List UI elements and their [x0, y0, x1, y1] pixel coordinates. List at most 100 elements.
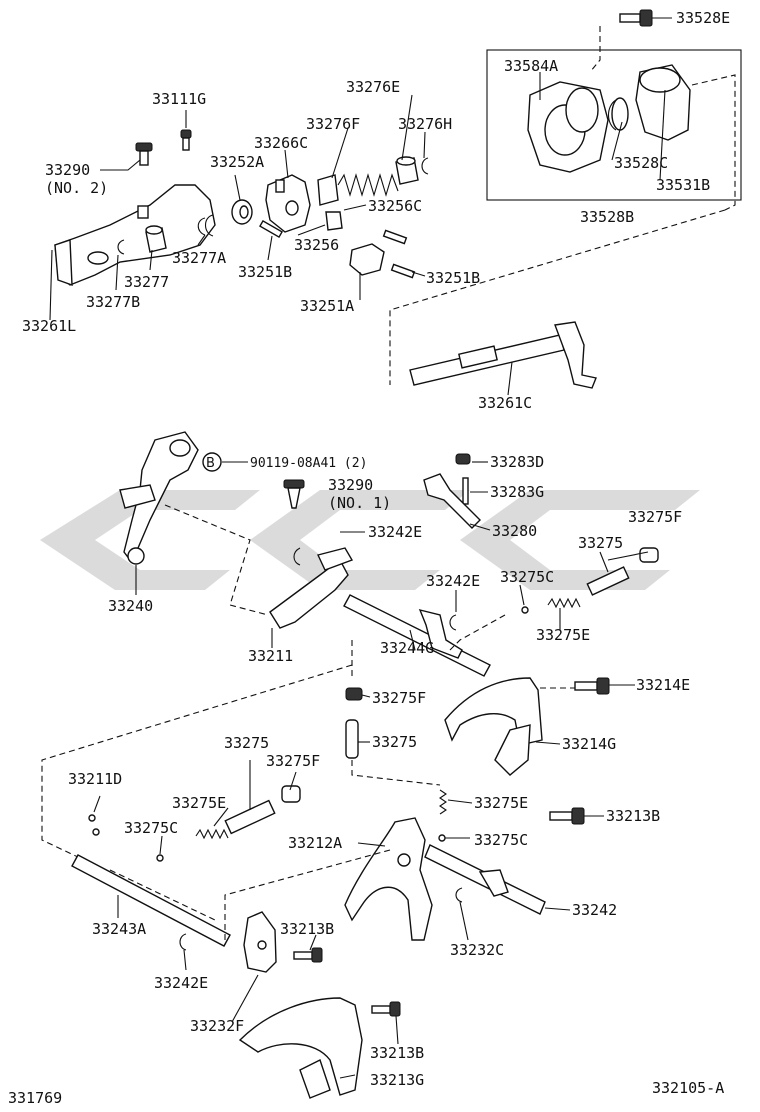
label-33275F-b: 33275F — [372, 689, 426, 707]
bracket-33232F — [243, 911, 277, 973]
label-33232C: 33232C — [450, 941, 504, 959]
label-B: B — [206, 456, 215, 471]
bolt-33214E — [574, 677, 610, 695]
label-33213B-c: 33213B — [370, 1044, 424, 1062]
pin-33275-a — [586, 566, 630, 596]
fork-33211 — [269, 547, 354, 629]
lever-33251A — [349, 243, 385, 276]
label-33584A: 33584A — [504, 57, 558, 75]
label-33276F: 33276F — [306, 115, 360, 133]
callout-labels: 33528E 33584A 33528C 33531B 33528B 33111… — [8, 9, 730, 1107]
sleeve-33256 — [325, 211, 343, 231]
label-33251B-b: 33251B — [426, 269, 480, 287]
label-33528E-top: 33528E — [676, 9, 730, 27]
label-33276E: 33276E — [346, 78, 400, 96]
label-33275-b: 33275 — [372, 733, 417, 751]
fork-33214G — [444, 677, 543, 776]
label-33275-c: 33275 — [224, 734, 269, 752]
label-33240: 33240 — [108, 597, 153, 615]
label-33276H: 33276H — [398, 115, 452, 133]
bolt-33213B-a — [549, 807, 585, 825]
label-33275E-a: 33275E — [536, 626, 590, 644]
label-33275F-a: 33275F — [628, 508, 682, 526]
bolt-33213B-b — [293, 947, 323, 963]
label-33277: 33277 — [124, 273, 169, 291]
label-33111G: 33111G — [152, 90, 206, 108]
clip-33242E-b — [449, 614, 457, 631]
label-33528C: 33528C — [614, 154, 668, 172]
ball-33275C-a — [521, 606, 529, 614]
label-33256C: 33256C — [368, 197, 422, 215]
lever-33240 — [119, 431, 199, 565]
snap-ring-33277A — [197, 217, 206, 236]
ball-33211D-b — [92, 828, 100, 836]
label-33531B: 33531B — [656, 176, 710, 194]
shaft-33280 — [423, 473, 481, 529]
ball-33211D-a — [88, 814, 96, 822]
shaft-33244G — [343, 594, 491, 677]
bolt-marker-B — [202, 452, 222, 472]
label-33277A: 33277A — [172, 249, 226, 267]
label-33290-top: 33290 — [45, 161, 90, 179]
label-33214G: 33214G — [562, 735, 616, 753]
label-33251B-a: 33251B — [238, 263, 292, 281]
spring-33275E-c — [439, 789, 447, 815]
label-33242: 33242 — [572, 901, 617, 919]
label-33211D: 33211D — [68, 770, 122, 788]
label-33275C-b: 33275C — [124, 819, 178, 837]
label-33256: 33256 — [294, 236, 339, 254]
label-33280: 33280 — [492, 522, 537, 540]
bolt-33213B-c — [371, 1001, 401, 1017]
shaft-33242 — [424, 844, 546, 915]
label-33242E-b: 33242E — [426, 572, 480, 590]
label-33275E-c: 33275E — [474, 794, 528, 812]
label-33214E: 33214E — [636, 676, 690, 694]
shift-lever-housing — [54, 184, 216, 286]
label-33275C-c: 33275C — [474, 831, 528, 849]
leader-lines — [49, 17, 672, 1079]
label-33212A: 33212A — [288, 834, 342, 852]
watermark-logo — [40, 490, 700, 590]
top-left-assembly — [54, 129, 429, 287]
label-33213B-b: 33213B — [280, 920, 334, 938]
label-33283G: 33283G — [490, 483, 544, 501]
spring-33275E-a — [547, 597, 581, 609]
label-33266C: 33266C — [254, 134, 308, 152]
label-33283D: 33283D — [490, 453, 544, 471]
label-33213G: 33213G — [370, 1071, 424, 1089]
snap-ring-33276H — [421, 157, 429, 175]
clip-33232C — [455, 887, 463, 903]
shaft-33243A — [71, 854, 231, 947]
bolt-33528E — [619, 9, 653, 27]
ball-33275C-c — [438, 834, 446, 842]
label-33211: 33211 — [248, 647, 293, 665]
label-33290-no2: (NO. 2) — [45, 179, 108, 197]
label-33213B-a: 33213B — [606, 807, 660, 825]
fork-33212A — [344, 817, 433, 941]
label-33275-a: 33275 — [578, 534, 623, 552]
breather-33111G — [180, 129, 192, 151]
label-33261L: 33261L — [22, 317, 76, 335]
plug-33275F-a — [639, 547, 659, 563]
code-left: 331769 — [8, 1089, 62, 1107]
label-33275C-a: 33275C — [500, 568, 554, 586]
spring-33275E-b — [195, 828, 229, 840]
leader-33261C — [389, 209, 726, 385]
code-right: 332105-A — [652, 1079, 724, 1097]
label-33275F-c: 33275F — [266, 752, 320, 770]
plug-33275F-b — [345, 687, 363, 701]
label-33261C: 33261C — [478, 394, 532, 412]
shaft-33261C — [409, 321, 597, 389]
label-33244G: 33244G — [380, 639, 434, 657]
ball-33275C-b — [156, 854, 164, 862]
label-33528B: 33528B — [580, 208, 634, 226]
label-33242E-c: 33242E — [154, 974, 208, 992]
pin-33256C — [382, 229, 408, 245]
clip-33277B — [117, 239, 125, 255]
label-33242E-a: 33242E — [368, 523, 422, 541]
plug-33290-no2 — [135, 142, 153, 166]
pin-33275-c — [224, 799, 276, 835]
label-33290-mid: 33290 — [328, 476, 373, 494]
